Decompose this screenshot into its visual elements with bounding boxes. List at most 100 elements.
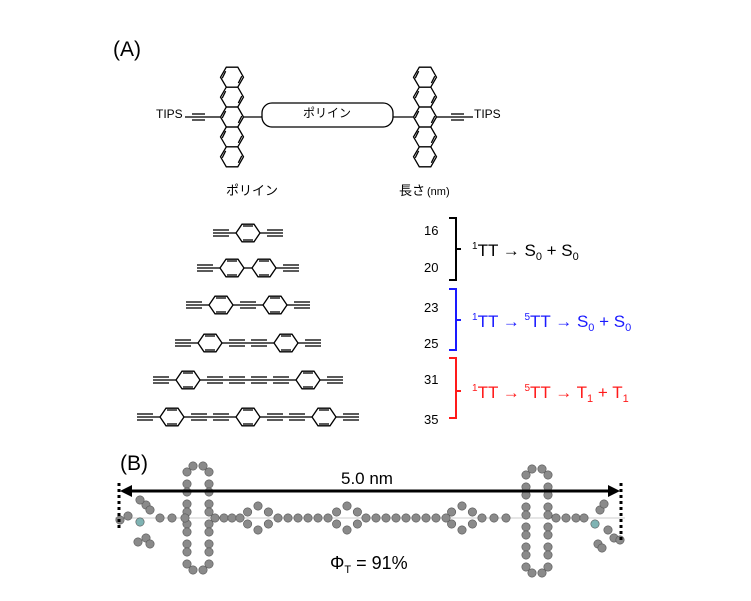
carbon-atom xyxy=(180,513,190,523)
carbon-atom xyxy=(543,522,553,532)
double-bond xyxy=(237,155,243,164)
carbon-atom xyxy=(543,562,553,572)
carbon-atom xyxy=(543,470,553,480)
carbon-atom xyxy=(489,513,499,523)
distance-arrow xyxy=(117,483,623,542)
benzene-ring xyxy=(311,407,337,427)
carbon-atom xyxy=(182,559,192,569)
carbon-atom xyxy=(204,559,214,569)
benzene-ring xyxy=(412,126,438,148)
double-bond xyxy=(430,155,436,164)
carbon-atom xyxy=(235,513,245,523)
carbon-atom xyxy=(599,499,609,509)
carbon-atom xyxy=(421,513,431,523)
carbon-atom xyxy=(537,568,547,578)
double-bond xyxy=(414,110,420,119)
benzene-ring xyxy=(197,333,223,353)
carbon-atom xyxy=(391,513,401,523)
carbon-atom xyxy=(342,525,352,535)
carbon-atom xyxy=(521,562,531,572)
tips-left: TIPS xyxy=(156,107,183,121)
benzene-ring xyxy=(412,146,438,168)
length-value: 23 xyxy=(424,300,438,315)
benzene-ring xyxy=(208,295,234,315)
carbon-atom xyxy=(155,513,165,523)
polyyne-row: 25 xyxy=(175,333,438,353)
bracket-blue xyxy=(449,288,461,351)
benzene-ring xyxy=(412,106,438,128)
carbon-atom xyxy=(219,513,229,523)
carbon-atom xyxy=(182,539,192,549)
carbon-atom xyxy=(342,501,352,511)
double-bond xyxy=(221,70,227,79)
carbon-atom xyxy=(204,539,214,549)
carbon-atom xyxy=(145,505,155,515)
carbon-atom xyxy=(571,513,581,523)
double-bond xyxy=(237,75,243,84)
carbon-atom xyxy=(447,519,457,529)
header-length: 長さ(nm) xyxy=(399,183,450,198)
carbon-atom xyxy=(411,513,421,523)
carbon-atom xyxy=(182,527,192,537)
carbon-atom xyxy=(210,513,220,523)
carbon-atom xyxy=(543,550,553,560)
carbon-atom xyxy=(597,543,607,553)
carbon-atom xyxy=(198,461,208,471)
carbon-atom xyxy=(401,513,411,523)
silicon-atom xyxy=(590,519,600,529)
pathway-2: 1TT → 5TT → S0 + S0 xyxy=(472,312,631,334)
carbon-atom xyxy=(204,479,214,489)
carbon-atom xyxy=(227,513,237,523)
polyyne-row: 31 xyxy=(153,370,438,390)
header-polyyne: ポリイン xyxy=(226,183,278,198)
benzene-ring xyxy=(262,295,288,315)
benzene-ring xyxy=(175,370,201,390)
carbon-atom xyxy=(579,513,589,523)
carbon-atom xyxy=(543,530,553,540)
double-bond xyxy=(221,150,227,159)
length-value: 16 xyxy=(424,223,438,238)
benzene-ring xyxy=(219,126,245,148)
double-bond xyxy=(430,75,436,84)
polyyne-box xyxy=(261,102,394,128)
carbon-atom xyxy=(135,495,145,505)
double-bond xyxy=(221,110,227,119)
benzene-ring xyxy=(273,333,299,353)
carbon-atom xyxy=(551,513,561,523)
carbon-atom xyxy=(204,507,214,517)
carbon-atom xyxy=(603,525,613,535)
carbon-atom xyxy=(543,502,553,512)
carbon-atom xyxy=(537,464,547,474)
benzene-ring xyxy=(159,407,185,427)
benzene-ring xyxy=(219,106,245,128)
carbon-atom xyxy=(182,479,192,489)
carbon-atom xyxy=(361,513,371,523)
carbon-atom xyxy=(352,507,362,517)
carbon-atom xyxy=(501,513,511,523)
benzene-ring xyxy=(219,258,245,278)
double-bond xyxy=(430,135,436,144)
benzene-ring xyxy=(251,258,277,278)
tips-right: TIPS xyxy=(474,107,501,121)
polyyne-box-label: ポリイン xyxy=(303,106,351,120)
length-value: 35 xyxy=(424,412,438,427)
carbon-atom xyxy=(167,513,177,523)
carbon-atom xyxy=(527,568,537,578)
carbon-atom xyxy=(313,513,323,523)
carbon-atom xyxy=(243,507,253,517)
polyyne-row: 23 xyxy=(186,295,438,315)
carbon-atom xyxy=(521,542,531,552)
carbon-atom xyxy=(303,513,313,523)
carbon-atom xyxy=(467,507,477,517)
carbon-atom xyxy=(521,522,531,532)
panel-a-label: (A) xyxy=(113,38,141,61)
carbon-atom xyxy=(447,507,457,517)
carbon-atom xyxy=(521,502,531,512)
double-bond xyxy=(414,150,420,159)
bracket-black xyxy=(449,217,461,281)
carbon-atom xyxy=(145,539,155,549)
length-value: 25 xyxy=(424,336,438,351)
carbon-atom xyxy=(204,547,214,557)
